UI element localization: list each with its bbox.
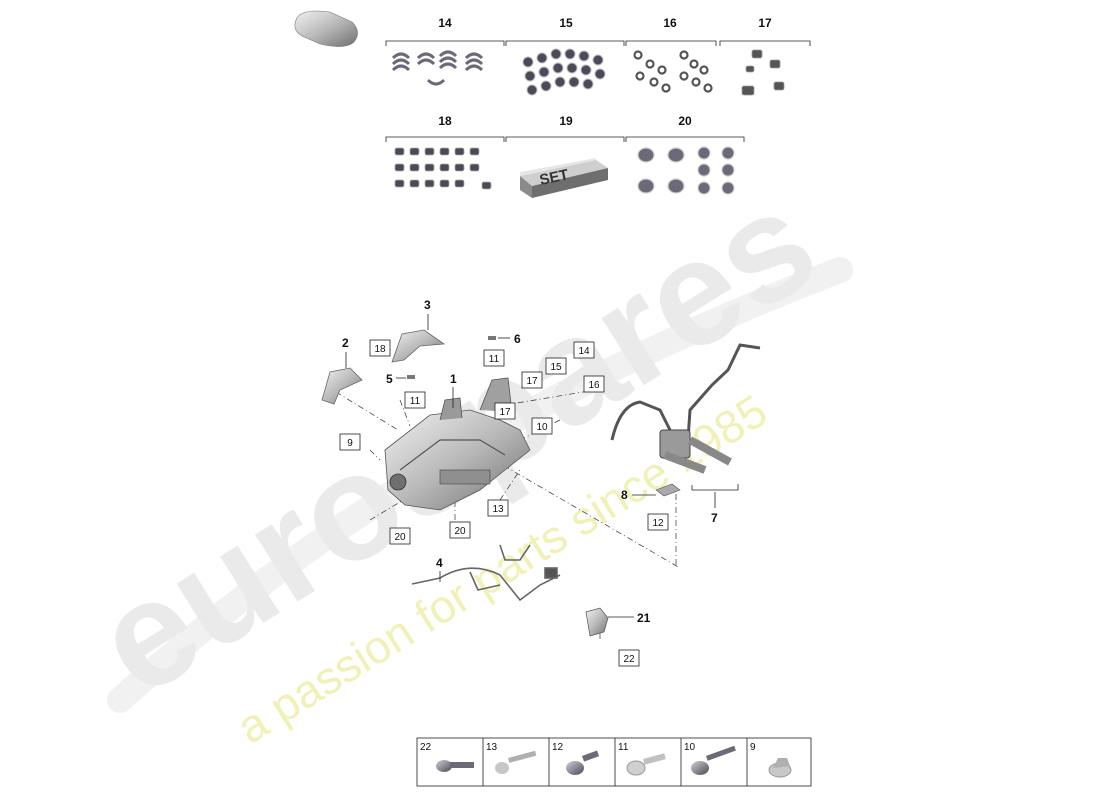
svg-text:18: 18 (374, 344, 386, 355)
ref-box-15: 15 (545, 357, 567, 375)
callout-6: 6 (514, 332, 521, 346)
ref-boxes: 18 11 11 17 17 15 14 16 9 10 20 20 13 12… (339, 339, 669, 667)
svg-text:16: 16 (588, 380, 600, 391)
grommets-icon (637, 146, 735, 195)
bushings-icon (522, 48, 606, 96)
flange-nut-icon (768, 758, 792, 778)
nuts-washers-icon (633, 50, 713, 93)
svg-text:12: 12 (552, 742, 564, 753)
seat-frame-part (384, 377, 531, 511)
ref-box-9: 9 (339, 433, 361, 451)
callout-3: 3 (424, 298, 431, 312)
ref-box-12: 12 (647, 513, 669, 531)
kit-group-19: 19 SET (505, 114, 625, 198)
cable-assembly-part-7 (610, 343, 761, 491)
screws-small-icon (741, 49, 785, 96)
svg-text:20: 20 (394, 532, 406, 543)
callout-21: 21 (637, 611, 651, 625)
svg-text:10: 10 (536, 422, 548, 433)
callout-1: 1 (450, 372, 457, 386)
ref-box-14: 14 (573, 341, 595, 359)
ref-box-17: 17 (494, 402, 516, 420)
collar-bolt-icon (566, 750, 600, 775)
kit-group-14-label: 14 (438, 16, 452, 30)
svg-text:11: 11 (618, 742, 629, 753)
svg-text:14: 14 (578, 346, 590, 357)
kit-group-20: 20 (625, 114, 745, 195)
cover-cap-part (294, 10, 358, 47)
ref-box-17: 17 (521, 371, 543, 389)
svg-text:22: 22 (420, 742, 432, 753)
callout-4: 4 (436, 556, 443, 570)
svg-text:13: 13 (492, 504, 504, 515)
callout-5: 5 (386, 372, 393, 386)
callout-7: 7 (711, 511, 718, 525)
ref-box-16: 16 (583, 375, 605, 393)
fastener-legend: 22 13 12 11 10 (416, 737, 812, 787)
bracket-part-21 (585, 607, 609, 637)
kit-group-18-label: 18 (438, 114, 452, 128)
kit-group-14: 14 (385, 16, 505, 86)
callout-8: 8 (621, 488, 628, 502)
set-box-icon: SET (520, 158, 608, 198)
svg-text:17: 17 (526, 376, 538, 387)
legend-cell-12: 12 (552, 742, 600, 775)
ref-box-10: 10 (531, 417, 553, 435)
screw-part-6 (488, 336, 496, 340)
svg-text:11: 11 (489, 354, 500, 365)
ref-box-22: 22 (618, 649, 640, 667)
kit-group-17: 17 (719, 16, 811, 96)
legend-cell-22: 22 (420, 742, 474, 772)
kit-group-15: 15 (505, 16, 625, 96)
legend-cell-11: 11 (618, 742, 666, 776)
flange-bolt-icon (436, 760, 474, 772)
ref-box-11: 11 (404, 391, 426, 409)
kit-group-18: 18 (385, 114, 505, 190)
bolts-set-icon (394, 147, 492, 190)
svg-text:11: 11 (410, 396, 421, 407)
ref-box-11: 11 (483, 349, 505, 367)
legend-cell-13: 13 (486, 742, 537, 774)
ref-box-13: 13 (487, 499, 509, 517)
side-cover-part-2 (321, 367, 363, 405)
svg-text:15: 15 (550, 362, 562, 373)
shoulder-bolt-icon (691, 745, 736, 775)
screw-part-5 (407, 375, 415, 379)
svg-text:20: 20 (454, 526, 466, 537)
svg-text:9: 9 (347, 438, 353, 449)
svg-text:22: 22 (623, 654, 635, 665)
kit-group-16-label: 16 (663, 16, 677, 30)
long-bolt-icon (495, 750, 537, 774)
kit-group-20-label: 20 (678, 114, 692, 128)
svg-text:12: 12 (652, 518, 664, 529)
kit-group-17-label: 17 (758, 16, 772, 30)
legend-cell-9: 9 (750, 742, 792, 778)
ref-box-18: 18 (369, 339, 391, 357)
bracket-part-8 (655, 483, 681, 497)
wiring-harness-part-4 (411, 544, 561, 602)
svg-text:17: 17 (499, 407, 511, 418)
kit-group-15-label: 15 (559, 16, 573, 30)
set-box-label: SET (538, 166, 570, 189)
svg-text:9: 9 (750, 742, 756, 753)
torx-bolt-icon (626, 753, 666, 776)
spring-clips-icon (391, 50, 484, 86)
kit-group-19-label: 19 (559, 114, 573, 128)
ref-box-20: 20 (449, 521, 471, 539)
svg-text:13: 13 (486, 742, 498, 753)
kit-group-16: 16 (625, 16, 717, 93)
ref-box-20: 20 (389, 527, 411, 545)
callouts: 1 2 3 4 5 6 7 8 21 (342, 298, 718, 625)
legend-cell-10: 10 (684, 742, 736, 775)
svg-text:10: 10 (684, 742, 696, 753)
side-cover-part-3 (391, 329, 446, 363)
callout-2: 2 (342, 336, 349, 350)
